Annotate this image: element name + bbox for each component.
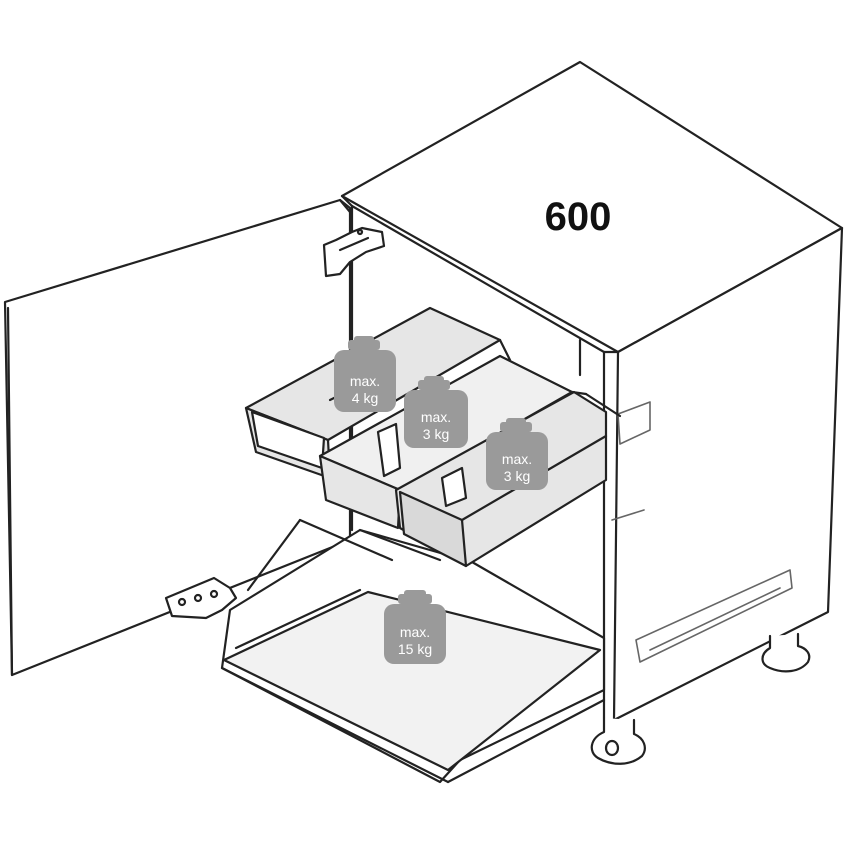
weight-label-top-left-line2: 4 kg [352,390,378,406]
weight-icon-top-right: max. 3 kg [486,418,548,490]
weight-label-bottom-line1: max. [400,624,430,640]
weight-label-top-right-line1: max. [502,451,532,467]
weight-label-top-left-line1: max. [350,373,380,389]
cabinet-width-label: 600 [545,195,612,239]
drawer-runners [611,401,793,663]
cabinet-legs [590,632,811,765]
weight-label-top-middle-line1: max. [421,409,451,425]
weight-icon-top-left: max. 4 kg [334,336,396,412]
weight-label-bottom-line2: 15 kg [398,641,432,657]
door-hinges [164,226,386,620]
weight-label-top-middle-line2: 3 kg [423,426,449,442]
weight-icon-bottom: max. 15 kg [384,590,446,664]
weight-label-top-right-line2: 3 kg [504,468,530,484]
weight-icon-top-middle: max. 3 kg [404,376,468,448]
